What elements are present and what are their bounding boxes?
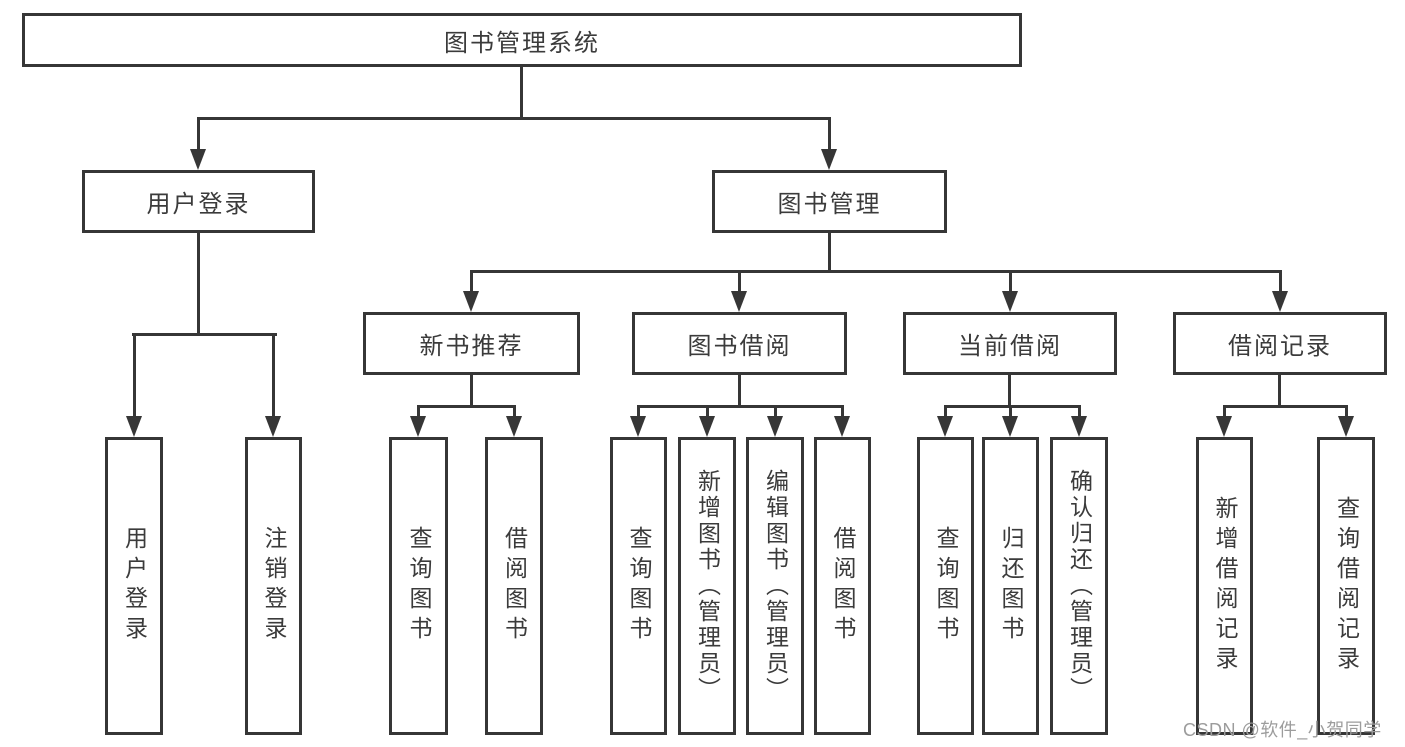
arrow-to-borrow-query [630, 408, 646, 437]
connector-current-stem [1008, 375, 1011, 407]
node-book-manage: 图书管理 [712, 170, 947, 233]
connector-borrow-bar [637, 405, 844, 408]
connector-root-stem [520, 67, 523, 119]
node-current-borrow: 当前借阅 [903, 312, 1117, 375]
node-new-book-recommend: 新书推荐 [363, 312, 580, 375]
arrow-to-record-query [1338, 408, 1354, 437]
arrow-to-rec-query [410, 408, 426, 437]
leaf-label: 查询图书 [626, 526, 652, 646]
leaf-label: 归还图书 [998, 526, 1024, 646]
arrow-to-login-logout [265, 336, 281, 437]
node-user-login: 用户登录 [82, 170, 315, 233]
arrow-to-current-confirm [1071, 408, 1087, 437]
connector-login-bar [132, 333, 277, 336]
arrow-to-recommend [463, 273, 479, 312]
leaf-label: 借阅图书 [501, 526, 528, 646]
arrow-to-borrow-edit [767, 408, 783, 437]
node-root: 图书管理系统 [22, 13, 1022, 67]
node-leaf-record-query: 查询借阅记录 [1317, 437, 1375, 735]
leaf-label: 确认归还（管理员） [1066, 469, 1093, 703]
node-leaf-user-login: 用户登录 [105, 437, 163, 735]
node-leaf-record-add: 新增借阅记录 [1196, 437, 1253, 735]
node-leaf-current-return: 归还图书 [982, 437, 1039, 735]
leaf-label: 用户登录 [121, 526, 148, 646]
arrow-to-current-query [937, 408, 953, 437]
node-borrow-record: 借阅记录 [1173, 312, 1387, 375]
arrow-to-rec-borrow [506, 408, 522, 437]
connector-recommend-stem [470, 375, 473, 407]
leaf-label: 查询图书 [406, 526, 432, 646]
node-leaf-borrow-edit: 编辑图书（管理员） [746, 437, 804, 735]
connector-record-stem [1278, 375, 1281, 407]
arrow-to-borrow-add [699, 408, 715, 437]
leaf-label: 查询借阅记录 [1333, 496, 1360, 676]
connector-recommend-bar [417, 405, 516, 408]
connector-record-bar [1223, 405, 1348, 408]
node-book-borrow: 图书借阅 [632, 312, 847, 375]
leaf-label: 新增图书（管理员） [694, 469, 721, 703]
connector-manage-stem [828, 233, 831, 272]
node-leaf-current-query: 查询图书 [917, 437, 974, 735]
node-leaf-borrow-add: 新增图书（管理员） [678, 437, 736, 735]
node-leaf-recommend-query: 查询图书 [389, 437, 448, 735]
leaf-label: 新增借阅记录 [1212, 496, 1238, 676]
arrow-to-record [1272, 273, 1288, 312]
connector-current-bar [944, 405, 1081, 408]
csdn-watermark: CSDN @软件_小贺同学 [1183, 720, 1382, 740]
node-leaf-logout: 注销登录 [245, 437, 302, 735]
arrow-to-current-return [1002, 408, 1018, 437]
arrow-to-manage [821, 120, 837, 170]
arrow-to-borrow-do [834, 408, 850, 437]
node-leaf-borrow-do: 借阅图书 [814, 437, 871, 735]
node-leaf-current-confirm: 确认归还（管理员） [1050, 437, 1108, 735]
arrow-to-login-user [126, 336, 142, 437]
connector-borrow-stem [738, 375, 741, 407]
connector-level3-bar [470, 270, 1282, 273]
arrow-to-record-add [1216, 408, 1232, 437]
arrow-to-borrow [731, 273, 747, 312]
leaf-label: 编辑图书（管理员） [762, 469, 789, 703]
connector-login-stem [197, 233, 200, 335]
leaf-label: 注销登录 [261, 526, 287, 646]
leaf-label: 借阅图书 [830, 526, 856, 646]
node-leaf-recommend-borrow: 借阅图书 [485, 437, 543, 735]
connector-level2-bar [197, 117, 831, 120]
node-leaf-borrow-query: 查询图书 [610, 437, 667, 735]
arrow-to-current [1002, 273, 1018, 312]
leaf-label: 查询图书 [933, 526, 959, 646]
arrow-to-login [190, 120, 206, 170]
